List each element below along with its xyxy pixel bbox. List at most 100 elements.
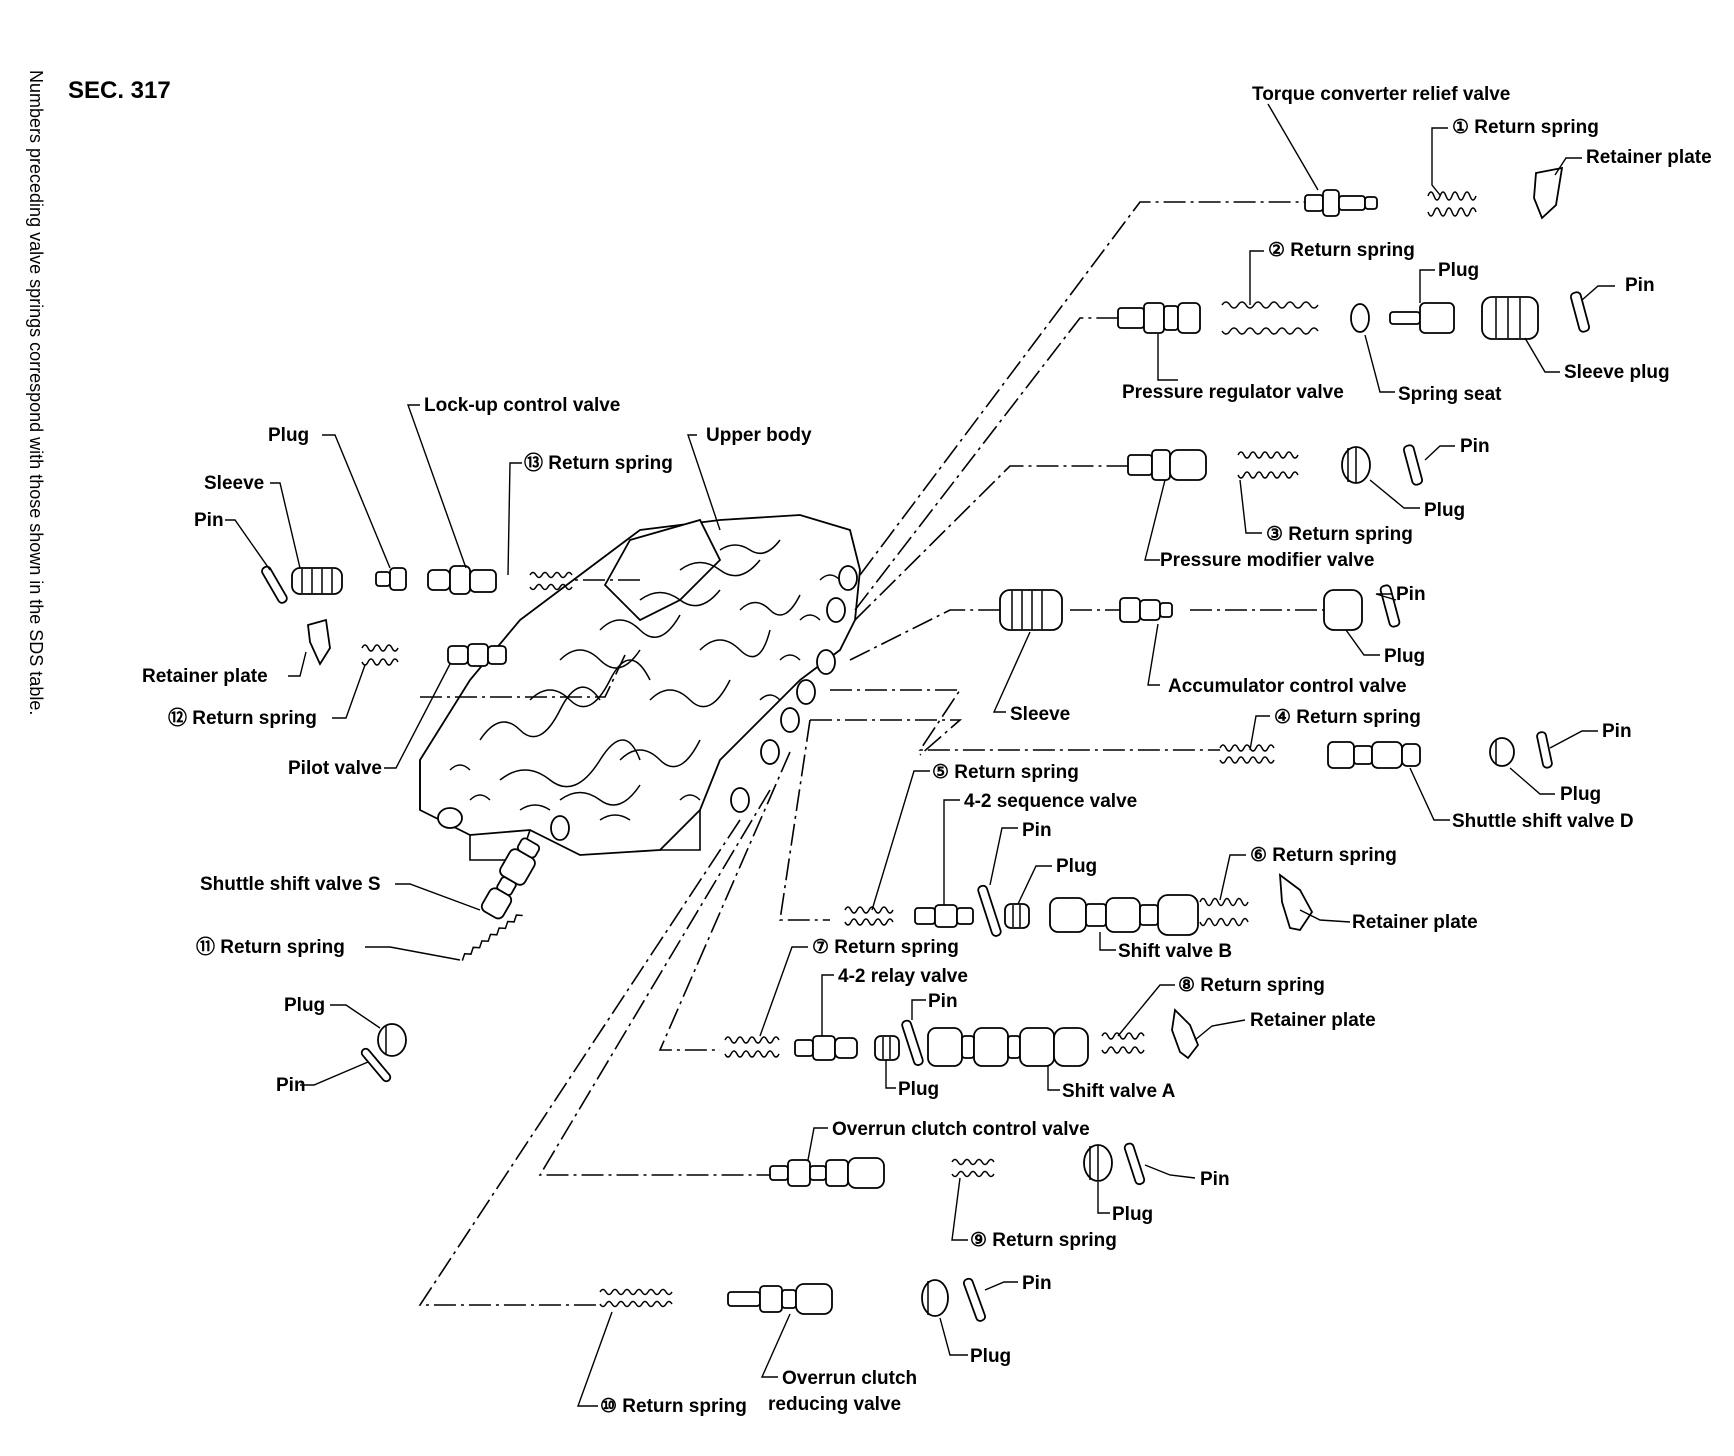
- relay-plug-part: [874, 1035, 900, 1061]
- leader-lines: [225, 103, 1615, 1407]
- return-spring-7-part: [724, 1036, 780, 1058]
- label-return-spring-4: ④ Return spring: [1274, 707, 1421, 728]
- label-return-spring-13: ⑬ Return spring: [524, 451, 673, 474]
- label-sleeve-accumulator: Sleeve: [1010, 704, 1070, 725]
- shuttle-s-pin-part: [360, 1047, 392, 1083]
- label-return-spring-11: ⑪ Return spring: [196, 935, 345, 958]
- return-spring-5-part: [844, 906, 894, 926]
- part-labels: Torque converter relief valve ① Return s…: [142, 84, 1712, 1417]
- accumulator-plug-part: [1323, 589, 1363, 631]
- upper-body-casting: [419, 514, 861, 861]
- label-4-2-sequence-valve: 4-2 sequence valve: [964, 791, 1137, 812]
- pressure-regulator-plug-part: [1389, 302, 1455, 334]
- label-return-spring-1: ① Return spring: [1452, 117, 1599, 138]
- label-plug-reducing: Plug: [970, 1346, 1011, 1367]
- lock-up-retainer-plate-part: [307, 618, 331, 666]
- label-retainer-plate-a: Retainer plate: [1250, 1010, 1376, 1031]
- overrun-plug-part: [1083, 1144, 1113, 1182]
- shuttle-d-pin-part: [1536, 731, 1553, 769]
- label-return-spring-3: ③ Return spring: [1266, 524, 1413, 545]
- torque-converter-relief-valve-part: [1304, 189, 1378, 217]
- label-return-spring-9: ⑨ Return spring: [970, 1230, 1117, 1251]
- sequence-pin-part: [977, 884, 1002, 937]
- return-spring-1-part: [1427, 191, 1477, 217]
- return-spring-6-part: [1199, 897, 1249, 927]
- label-plug-overrun: Plug: [1112, 1204, 1153, 1225]
- pressure-regulator-valve-part: [1117, 302, 1201, 334]
- lock-up-control-valve-part: [427, 565, 497, 595]
- pressure-modifier-valve-part: [1127, 449, 1207, 481]
- label-overrun-clutch: Overrun clutch: [782, 1368, 917, 1389]
- lock-up-plug-part: [375, 567, 407, 591]
- label-plug-shuttle-s: Plug: [284, 995, 325, 1016]
- label-pressure-regulator-valve: Pressure regulator valve: [1122, 382, 1344, 403]
- label-retainer-plate-b: Retainer plate: [1352, 912, 1478, 933]
- side-note: Numbers preceding valve springs correspo…: [26, 70, 46, 715]
- pressure-modifier-pin-part: [1402, 444, 1424, 486]
- label-shift-valve-b: Shift valve B: [1118, 941, 1232, 962]
- label-return-spring-5: ⑤ Return spring: [932, 762, 1079, 783]
- label-pin-relay: Pin: [928, 991, 958, 1012]
- shift-b-plug-part: [1004, 903, 1030, 929]
- lock-up-pin-part: [261, 565, 288, 604]
- accumulator-control-valve-part: [1119, 597, 1173, 623]
- relay-valve-part: [794, 1035, 858, 1061]
- lock-up-sleeve-part: [291, 567, 343, 595]
- relay-pin-part: [901, 1019, 924, 1066]
- label-spring-seat: Spring seat: [1398, 384, 1502, 405]
- shuttle-shift-valve-s-part: [480, 837, 541, 920]
- return-spring-10-part: [599, 1288, 673, 1308]
- label-plug-accumulator: Plug: [1384, 646, 1425, 667]
- label-pin-shuttle-d: Pin: [1602, 721, 1632, 742]
- label-plug-relay: Plug: [898, 1079, 939, 1100]
- reducing-plug-part: [921, 1279, 949, 1317]
- label-sleeve-lock-up: Sleeve: [204, 473, 264, 494]
- label-pressure-modifier-valve: Pressure modifier valve: [1160, 550, 1374, 571]
- accumulator-pin-part: [1379, 584, 1401, 628]
- label-sleeve-plug: Sleeve plug: [1564, 362, 1670, 383]
- label-pin-sequence: Pin: [1022, 820, 1052, 841]
- shuttle-shift-valve-d-part: [1327, 741, 1421, 769]
- label-retainer-plate-lock-up: Retainer plate: [142, 666, 268, 687]
- return-spring-12-part: [361, 644, 399, 666]
- accumulator-sleeve-part: [999, 589, 1063, 631]
- label-shuttle-shift-valve-s: Shuttle shift valve S: [200, 874, 381, 895]
- label-torque-converter-relief-valve: Torque converter relief valve: [1252, 84, 1510, 105]
- label-overrun-clutch-control-valve: Overrun clutch control valve: [832, 1119, 1090, 1140]
- return-spring-3-part: [1237, 451, 1299, 479]
- label-lock-up-control-valve: Lock-up control valve: [424, 395, 620, 416]
- label-pin-lock-up: Pin: [194, 510, 224, 531]
- label-pin-shuttle-s: Pin: [276, 1075, 306, 1096]
- pilot-valve-part: [447, 643, 507, 667]
- return-spring-4-part: [1219, 744, 1275, 764]
- label-return-spring-2: ② Return spring: [1268, 240, 1415, 261]
- label-plug-pressure-regulator: Plug: [1438, 260, 1479, 281]
- overrun-pin-part: [1123, 1142, 1146, 1186]
- label-pin-accumulator: Pin: [1396, 584, 1426, 605]
- label-plug-pressure-modifier: Plug: [1424, 500, 1465, 521]
- reducing-pin-part: [962, 1277, 986, 1322]
- label-pin-reducing: Pin: [1022, 1273, 1052, 1294]
- label-return-spring-10: ⑩ Return spring: [600, 1396, 747, 1417]
- label-return-spring-7: ⑦ Return spring: [812, 937, 959, 958]
- return-spring-2-part: [1221, 301, 1319, 335]
- retainer-plate-1-part: [1533, 166, 1564, 220]
- label-reducing-valve: reducing valve: [768, 1394, 901, 1415]
- label-plug-shift-b: Plug: [1056, 856, 1097, 877]
- retainer-plate-a-part: [1171, 1008, 1200, 1060]
- overrun-clutch-control-valve-part: [769, 1157, 885, 1189]
- spring-seat-part: [1350, 303, 1370, 333]
- shuttle-s-plug-part: [377, 1023, 407, 1057]
- label-retainer-plate-1: Retainer plate: [1586, 147, 1712, 168]
- return-spring-8-part: [1101, 1032, 1145, 1054]
- return-spring-11-part: [461, 914, 523, 961]
- label-upper-body: Upper body: [706, 425, 812, 446]
- pressure-regulator-pin-part: [1569, 291, 1591, 333]
- guide-lines: [418, 201, 1330, 1306]
- overrun-reducing-valve-part: [727, 1283, 833, 1315]
- label-return-spring-8: ⑧ Return spring: [1178, 975, 1325, 996]
- label-pilot-valve: Pilot valve: [288, 758, 382, 779]
- label-shuttle-shift-valve-d: Shuttle shift valve D: [1452, 811, 1634, 832]
- label-pin-pressure-regulator: Pin: [1625, 275, 1655, 296]
